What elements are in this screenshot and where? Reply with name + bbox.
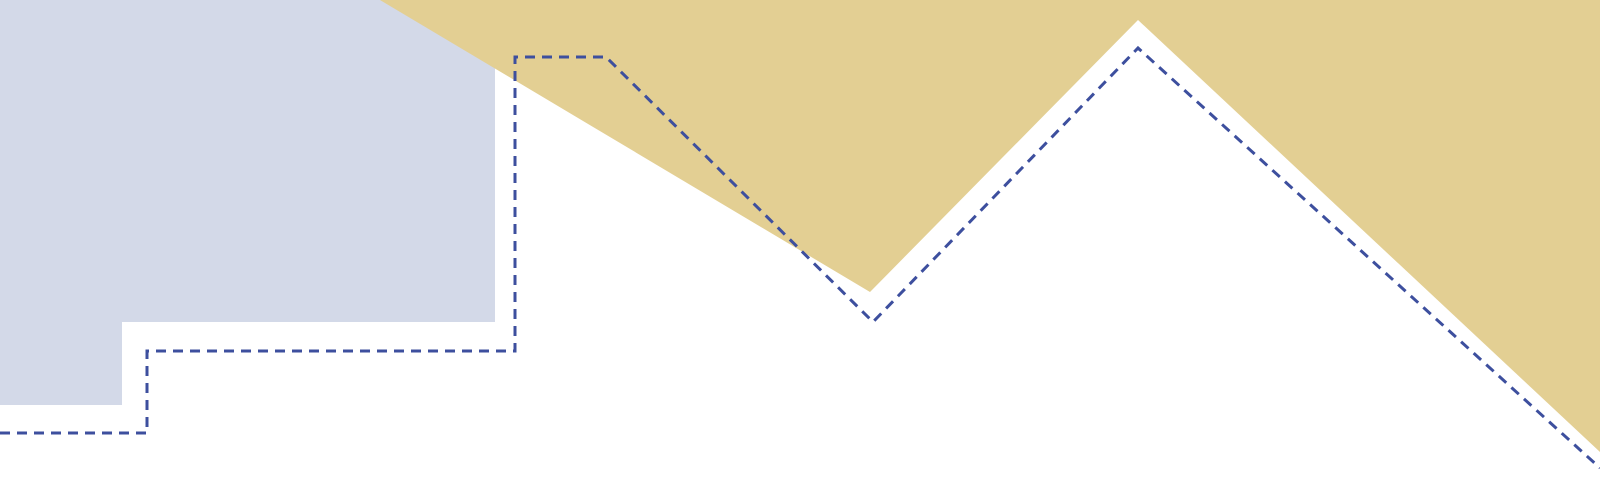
gold-zigzag-shape [380,0,1600,452]
dashed-outline-line [0,45,1600,470]
blue-stepped-shape [0,0,700,405]
